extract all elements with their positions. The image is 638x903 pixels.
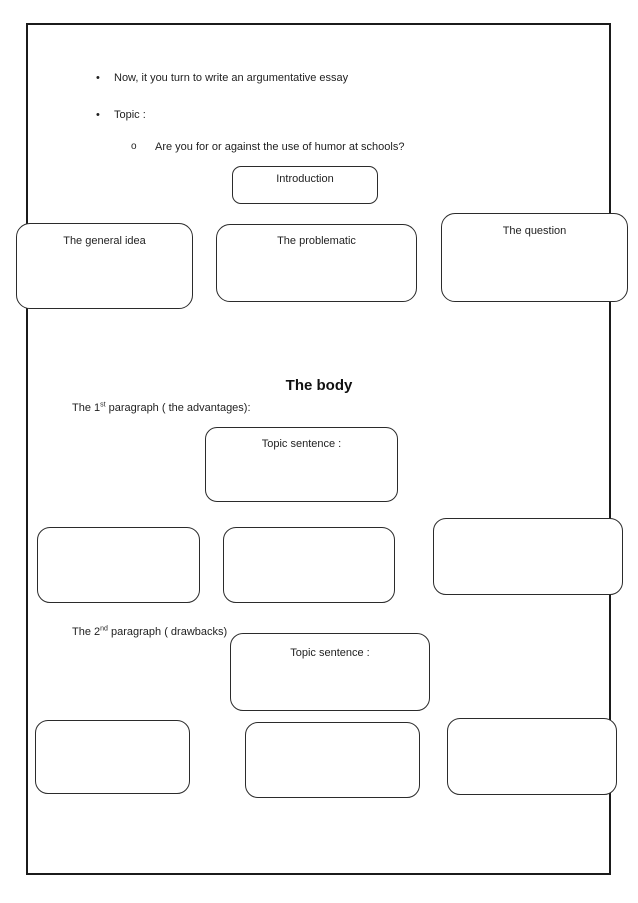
general-idea-box: The general idea: [16, 223, 193, 309]
problematic-box: The problematic: [216, 224, 417, 302]
body-heading: The body: [285, 377, 353, 394]
sub-bullet-item-question: o Are you for or against the use of humo…: [131, 141, 404, 153]
paragraph1-label-suffix: paragraph ( the advantages):: [105, 402, 251, 414]
paragraph1-ordinal-sup: st: [100, 401, 106, 409]
general-idea-box-label: The general idea: [63, 235, 146, 247]
drawback-empty-box-2: [245, 722, 420, 798]
paragraph2-label-suffix: paragraph ( drawbacks): [107, 626, 228, 638]
advantage-empty-box-3: [433, 518, 623, 595]
paragraph2-label-prefix: The 2: [72, 626, 101, 638]
circle-bullet-icon: o: [131, 141, 137, 152]
drawback-empty-box-3: [447, 718, 617, 795]
paragraph2-ordinal-sup: nd: [100, 625, 108, 633]
paragraph1-label: The 1st paragraph ( the advantages):: [72, 401, 251, 414]
bullet-text: Now, it you turn to write an argumentati…: [114, 72, 349, 84]
bullet-dot-icon: •: [96, 109, 100, 121]
topic-sentence-box-1: Topic sentence :: [205, 427, 398, 502]
introduction-box-label: Introduction: [276, 173, 334, 185]
problematic-box-label: The problematic: [277, 235, 356, 247]
topic-sentence-box-2: Topic sentence :: [230, 633, 430, 711]
introduction-box: Introduction: [232, 166, 378, 204]
question-box-label: The question: [502, 225, 567, 237]
topic-sentence-2-label: Topic sentence :: [290, 647, 370, 659]
question-box: The question: [441, 213, 628, 302]
bullet-item-topic: • Topic :: [96, 109, 146, 121]
advantage-empty-box-1: [37, 527, 200, 603]
drawback-empty-box-1: [35, 720, 190, 794]
sub-bullet-text: Are you for or against the use of humor …: [155, 141, 405, 153]
topic-sentence-1-label: Topic sentence :: [261, 438, 342, 450]
bullet-dot-icon: •: [96, 72, 100, 84]
page-border: [26, 23, 611, 875]
advantage-empty-box-2: [223, 527, 395, 603]
paragraph1-label-prefix: The 1: [72, 402, 101, 414]
bullet-item-now: • Now, it you turn to write an argumenta…: [96, 72, 348, 84]
paragraph2-label: The 2nd paragraph ( drawbacks): [72, 625, 228, 638]
bullet-text: Topic :: [114, 109, 146, 121]
